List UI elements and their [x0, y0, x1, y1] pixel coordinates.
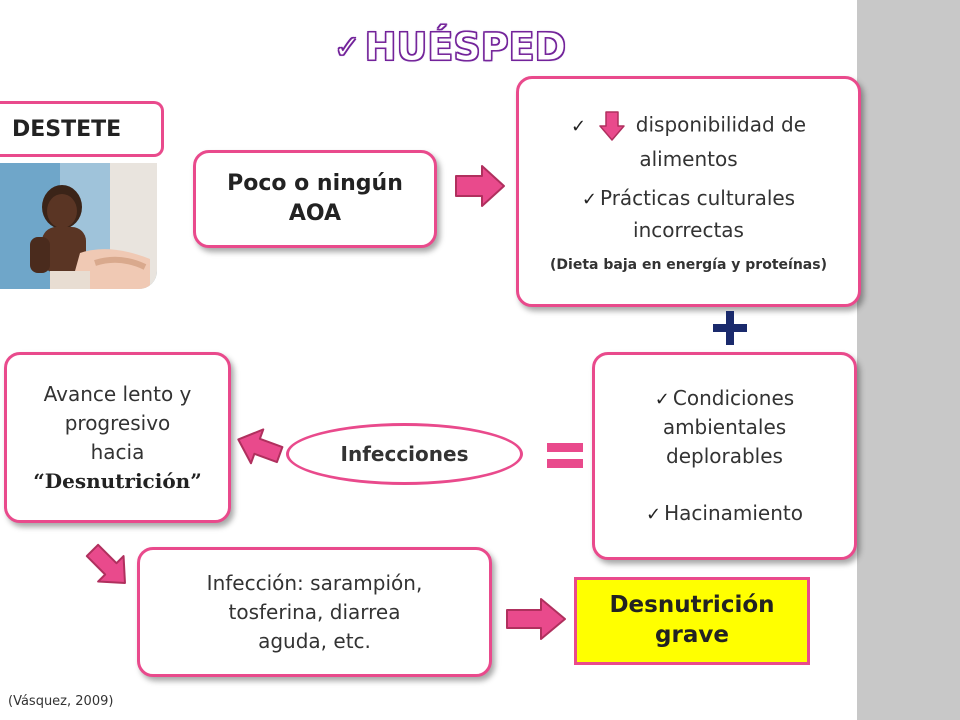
slow-progress-box: Avance lento y progresivo hacia “Desnutr…	[4, 352, 231, 523]
infection-types-line2: tosferina, diarrea	[228, 599, 401, 624]
crowding-item: ✓Hacinamiento	[646, 499, 803, 528]
progress-line3: hacia	[90, 439, 145, 464]
environmental-conditions-box: ✓Condiciones ambientales deplorables ✓Ha…	[592, 352, 857, 560]
arrow-down-right-icon	[85, 543, 126, 584]
title-check-icon: ✓	[333, 28, 361, 67]
availability-text: disponibilidad de	[635, 112, 807, 137]
child-photo	[0, 163, 157, 289]
infection-types-line3: aguda, etc.	[258, 628, 371, 653]
infections-text: Infecciones	[340, 442, 469, 466]
destete-label: DESTETE	[0, 101, 164, 157]
conditions-text-1: Condiciones	[672, 385, 795, 410]
cultural-practices-cont: incorrectas	[633, 217, 744, 242]
check-icon: ✓	[570, 115, 587, 137]
down-arrow-icon	[599, 111, 626, 142]
availability-cont: alimentos	[639, 147, 738, 172]
aoa-line1: Poco o ningún	[227, 171, 403, 197]
arrow-left-icon	[237, 428, 284, 465]
citation: (Vásquez, 2009)	[8, 694, 114, 709]
check-icon: ✓	[646, 504, 662, 525]
arrow-right-icon	[455, 165, 505, 207]
check-icon: ✓	[654, 388, 670, 410]
aoa-line2: AOA	[288, 201, 342, 226]
severe-malnutrition-box: Desnutrición grave	[574, 577, 810, 665]
progress-line2: progresivo	[64, 410, 171, 435]
progress-line1: Avance lento y	[43, 381, 192, 406]
conditions-line3: deplorables	[666, 444, 783, 468]
infection-types-box: Infección: sarampión, tosferina, diarrea…	[137, 547, 492, 677]
equals-icon	[547, 443, 583, 468]
infections-oval: Infecciones	[286, 423, 523, 485]
arrow-right-icon	[506, 598, 566, 640]
progress-line4: “Desnutrición”	[33, 468, 202, 493]
result-line2: grave	[655, 622, 729, 648]
food-availability-box: ✓ disponibilidad de alimentos ✓Prácticas…	[516, 76, 861, 307]
check-icon: ✓	[581, 189, 597, 211]
title-text: HUÉSPED	[364, 25, 567, 70]
right-sidebar-band	[857, 0, 960, 720]
cultural-practices-text: Prácticas culturales	[599, 186, 796, 211]
conditions-line1: ✓Condiciones	[655, 384, 794, 413]
cultural-practices-item: ✓Prácticas culturales	[582, 185, 795, 212]
poco-aoa-box: Poco o ningún AOA	[193, 150, 437, 248]
result-line1: Desnutrición	[609, 592, 775, 619]
destete-text: DESTETE	[12, 116, 122, 142]
child-photo-illustration	[0, 163, 157, 289]
slide-title: ✓ HUÉSPED	[333, 22, 567, 72]
infection-types-line1: Infección: sarampión,	[206, 570, 423, 595]
conditions-line2: ambientales	[662, 415, 787, 439]
diet-note: (Dieta baja en energía y proteínas)	[550, 256, 827, 273]
plus-icon	[713, 311, 747, 345]
availability-item: ✓ disponibilidad de	[571, 110, 806, 142]
crowding-text: Hacinamiento	[664, 501, 803, 525]
